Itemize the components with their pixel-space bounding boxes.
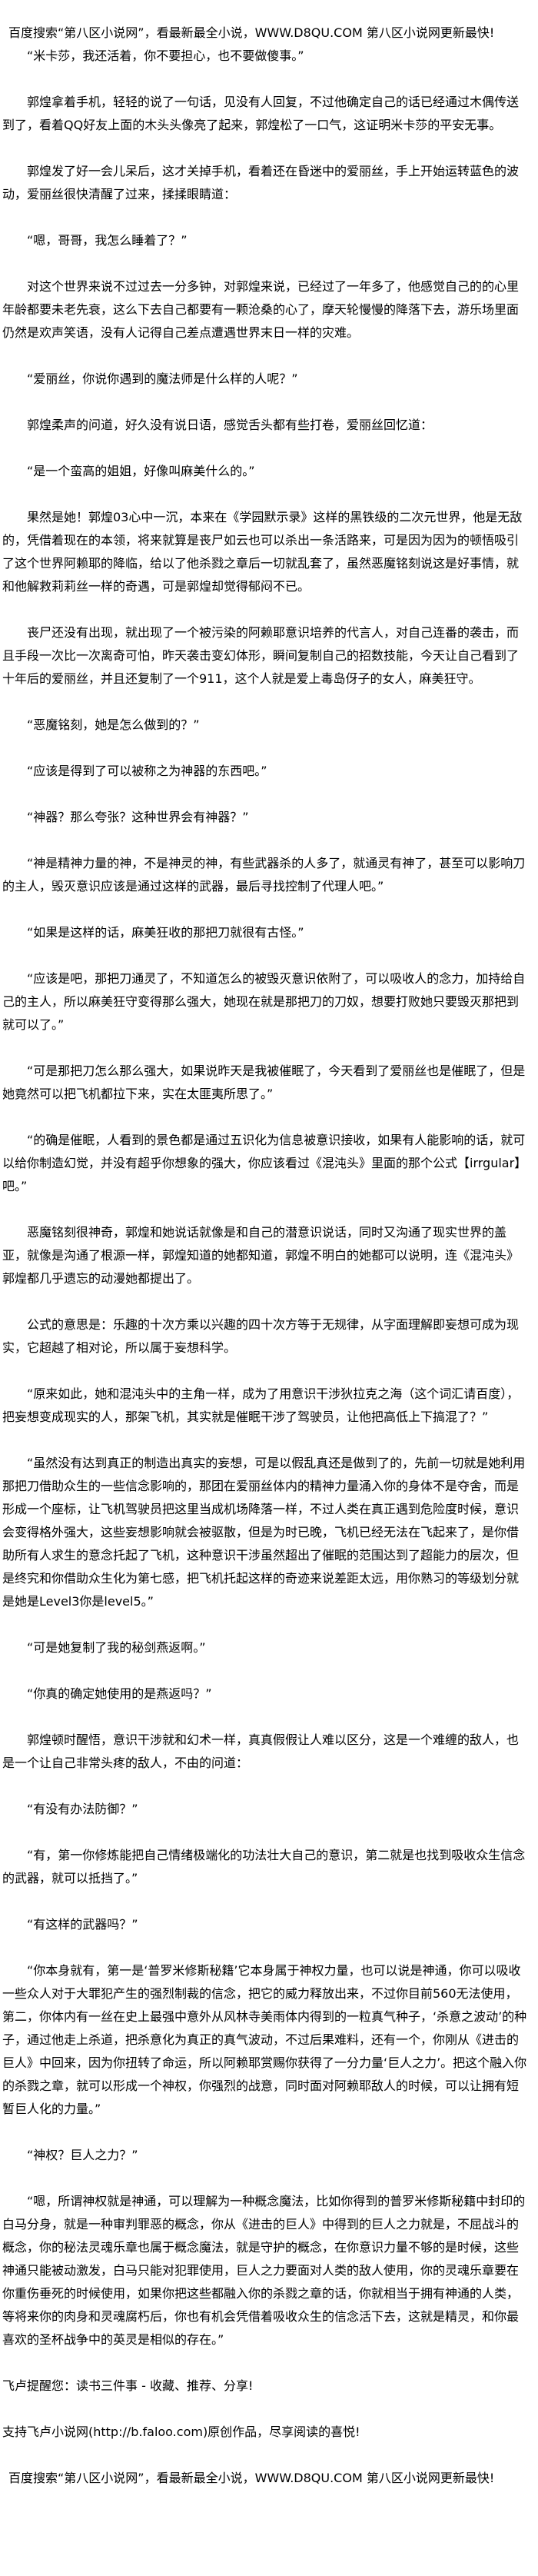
paragraph: 丧尸还没有出现，就出现了一个被污染的阿赖耶意识培养的代言人，对自己连番的袭击，而… (2, 625, 520, 686)
paragraph: 郭煌发了好一会儿呆后，这才关掉手机，看着还在昏迷中的爱丽丝，手上开始运转蓝色的波… (2, 164, 520, 201)
paragraph: “应该是得到了可以被称之为神器的东西吧。” (27, 764, 267, 778)
paragraph: “有没有办法防御？” (27, 1802, 138, 1816)
page: 百度搜索“第八区小说网”，看最新最全小说，WWW.D8QU.COM 第八区小说网… (2, 25, 528, 2485)
paragraph: 公式的意思是：乐趣的十次方乘以兴趣的四十次方等于无规律，从字面理解即妄想可成为现… (2, 1317, 520, 1355)
paragraph: “可是那把刀怎么那么强大，如果说昨天是我被催眠了，今天看到了爱丽丝也是催眠了，但… (2, 1063, 526, 1101)
paragraph: “你本身就有，第一是‘普罗米修斯秘籍’它本身属于神权力量，也可以说是神通，你可以… (2, 1963, 527, 2116)
paragraph: “米卡莎，我还活着，你不要担心，也不要做傻事。” (27, 48, 304, 63)
paragraph: 郭煌柔声的问道，好久没有说日语，感觉舌头都有些打卷，爱丽丝回忆道： (27, 418, 433, 432)
paragraph: “是一个蛮高的姐姐，好像叫麻美什么的。” (27, 464, 255, 478)
paragraph: “恶魔铭刻，她是怎么做到的？” (27, 717, 200, 732)
paragraph: “爱丽丝，你说你遇到的魔法师是什么样的人呢？” (27, 371, 298, 386)
paragraph: “原来如此，她和混沌头中的主角一样，成为了用意识干涉狄拉克之海（这个词汇请百度）… (2, 1386, 520, 1424)
paragraph: 对这个世界来说不过过去一分多钟，对郭煌来说，已经过了一年多了，他感觉自己的的心里… (2, 279, 520, 340)
paragraph: “嗯，所谓神权就是神通，可以理解为一种概念魔法，比如你得到的普罗米修斯秘籍中封印… (2, 2194, 526, 2347)
paragraph: “应该是吧，那把刀通灵了，不知道怎么的被毁灭意识依附了，可以吸收人的念力，加持给… (2, 971, 526, 1032)
paragraph: 郭煌拿着手机，轻轻的说了一句话，见没有人回复，不过他确定自己的话已经通过木偶传送… (2, 95, 520, 132)
paragraph: “有这样的武器吗？” (27, 1917, 138, 1932)
support-notice: 支持飞卢小说网(http://b.faloo.com)原创作品，尽享阅读的喜悦! (2, 2425, 360, 2439)
paragraph: 恶魔铭刻很神奇，郭煌和她说话就像是和自己的潜意识说话，同时又沟通了现实世界的盖亚… (2, 1225, 520, 1286)
paragraph: “嗯，哥哥，我怎么睡着了？” (27, 233, 188, 248)
paragraph: 果然是她！郭煌03心中一沉，本来在《学园默示录》这样的黑铁级的二次元世界，他是无… (2, 510, 523, 594)
paragraph: “虽然没有达到真正的制造出真实的妄想，可是以假乱真还是做到了的，先前一切就是她利… (2, 1456, 526, 1609)
reading-reminder: 飞卢提醒您：读书三件事 - 收藏、推荐、分享! (2, 2378, 254, 2393)
site-banner-top: 百度搜索“第八区小说网”，看最新最全小说，WWW.D8QU.COM 第八区小说网… (8, 25, 495, 40)
paragraph: “神器？那么夸张？这种世界会有神器？” (27, 810, 249, 824)
paragraph: 郭煌顿时醒悟，意识干涉就和幻术一样，真真假假让人难以区分，这是一个难缠的敌人，也… (2, 1732, 520, 1770)
paragraph: “你真的确定她使用的是燕返吗？” (27, 1686, 212, 1701)
paragraph: “的确是催眠，人看到的景色都是通过五识化为信息被意识接收，如果有人能影响的话，就… (2, 1133, 527, 1193)
site-banner-bottom: 百度搜索“第八区小说网”，看最新最全小说，WWW.D8QU.COM 第八区小说网… (8, 2471, 495, 2485)
chapter-text: “米卡莎，我还活着，你不要担心，也不要做傻事。” 郭煌拿着手机，轻轻的说了一句话，… (2, 45, 528, 2351)
paragraph: “如果是这样的话，麻美狂收的那把刀就很有古怪。” (27, 925, 304, 940)
paragraph: “有，第一你修炼能把自己情绪极端化的功法壮大自己的意识，第二就是也找到吸收众生信… (2, 1848, 526, 1885)
paragraph: “神是精神力量的神，不是神灵的神，有些武器杀的人多了，就通灵有神了，甚至可以影响… (2, 856, 526, 894)
paragraph: “神权？巨人之力？” (27, 2148, 138, 2162)
paragraph: “可是她复制了我的秘剑燕返啊。” (27, 1640, 206, 1655)
